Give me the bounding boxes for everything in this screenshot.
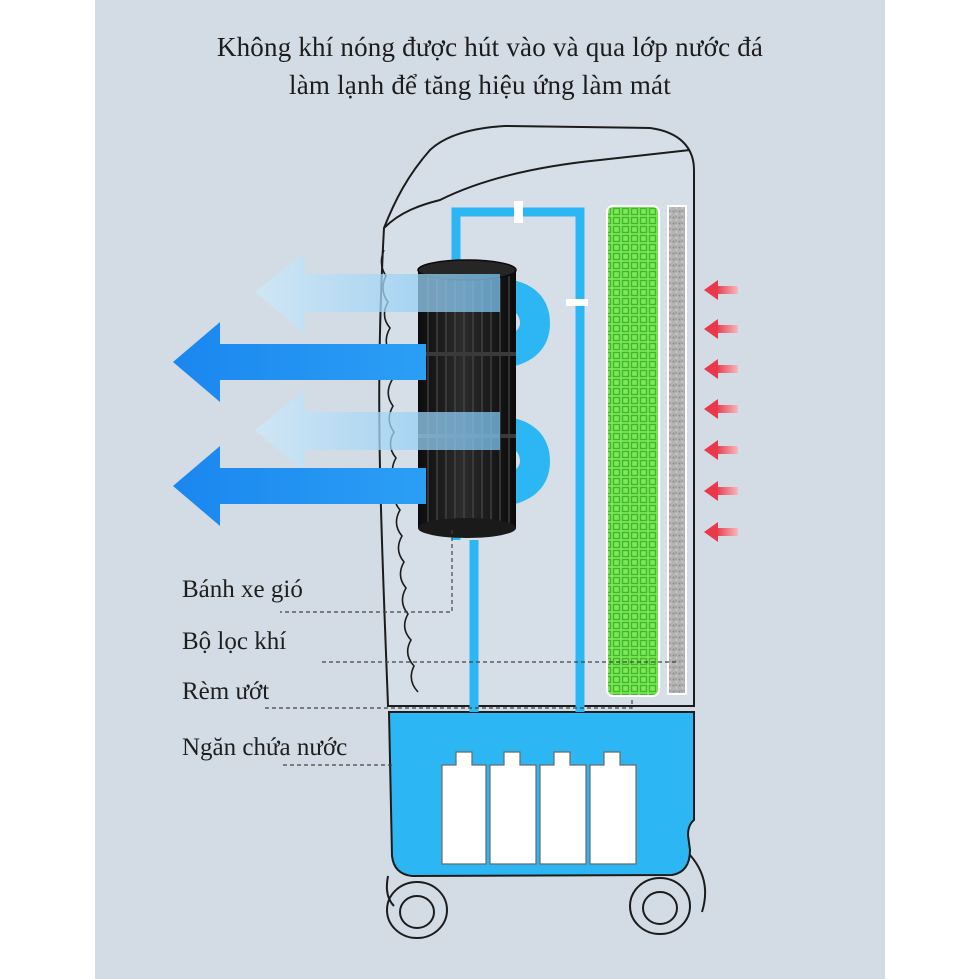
wet-curtain <box>606 205 660 697</box>
wheel-left <box>386 881 448 939</box>
wheel-right-mount <box>689 854 706 913</box>
leader-wet-curtain <box>262 700 633 709</box>
ice-pack <box>589 751 637 865</box>
label-fan-wheel: Bánh xe gió <box>182 576 303 603</box>
leader-lines <box>262 530 676 766</box>
hot-air-arrow <box>704 359 738 379</box>
light-air-arrow-lower <box>255 390 500 472</box>
hot-air-arrow <box>704 440 738 460</box>
ice-pack <box>489 751 537 865</box>
cold-air-arrow-upper <box>173 322 426 402</box>
leader-fan-wheel <box>280 530 453 613</box>
pipe-connector <box>514 201 523 223</box>
label-wet-curtain: Rèm ướt <box>182 678 270 705</box>
wheel-right <box>629 877 691 935</box>
hot-air-arrow <box>704 399 738 419</box>
ice-pack <box>441 751 487 865</box>
light-air-arrow-upper <box>255 252 500 334</box>
heading-line-2: làm lạnh để tăng hiệu ứng làm mát <box>289 70 671 100</box>
ice-pack <box>539 751 587 865</box>
cold-air-arrow-lower <box>173 446 426 526</box>
fan-wheel <box>417 259 517 538</box>
pipe-connector <box>566 299 588 306</box>
label-water-tank: Ngăn chứa nước <box>182 734 348 761</box>
hot-air-arrow <box>704 280 738 300</box>
hot-air-arrows <box>704 280 738 542</box>
wheel-left-mount <box>385 875 395 907</box>
air-filter <box>667 205 687 695</box>
hot-air-arrow <box>704 481 738 501</box>
label-air-filter: Bộ lọc khí <box>182 628 287 655</box>
ice-packs <box>441 751 637 865</box>
hot-air-arrow <box>704 319 738 339</box>
hot-air-arrow <box>704 522 738 542</box>
heading-line-1: Không khí nóng được hút vào và qua lớp n… <box>216 32 764 62</box>
body-top-contour <box>383 149 691 229</box>
